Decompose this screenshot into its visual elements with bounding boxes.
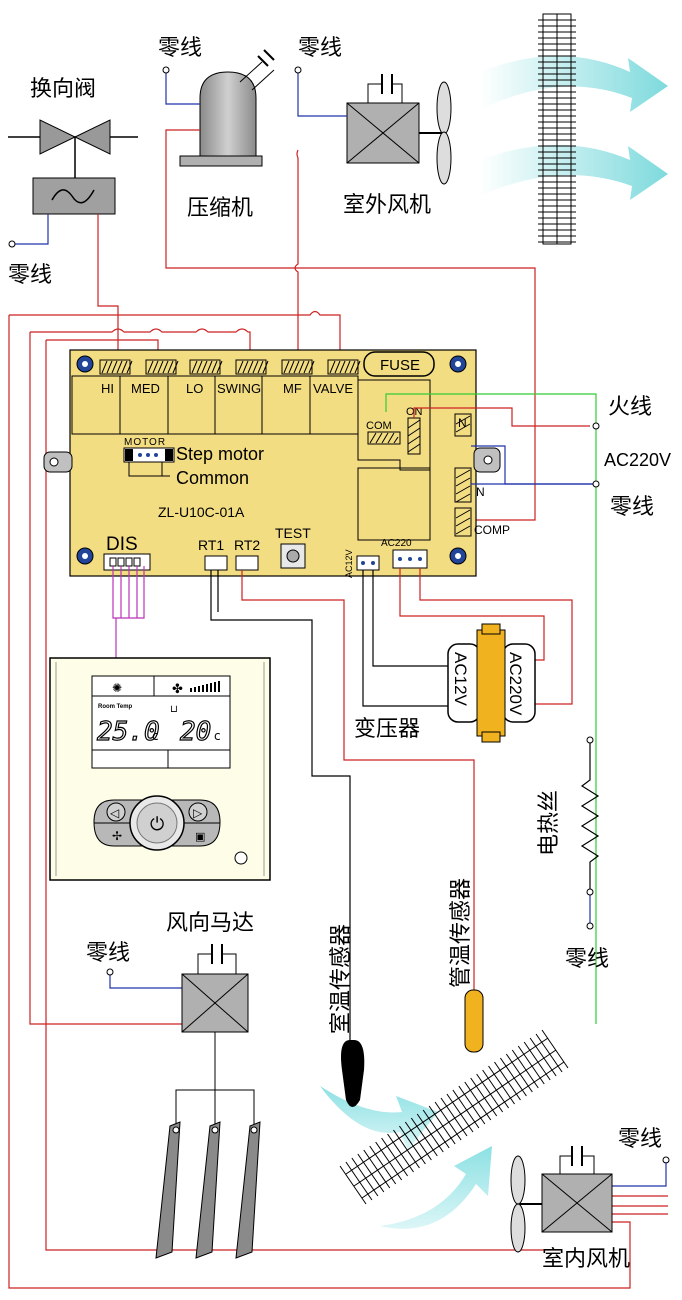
- compressor-neutral-label: 零线: [158, 36, 202, 61]
- heater-neutral-label: 零线: [565, 947, 609, 972]
- transformer-symbol: [447, 623, 536, 743]
- terminal-lo-label: LO: [186, 381, 203, 396]
- room-temp-value: 25.0: [97, 717, 160, 747]
- heater-label: 电热丝: [537, 790, 562, 856]
- ac12v-label: AC12V: [344, 549, 354, 578]
- n-top-label: N: [458, 416, 467, 430]
- outdoor-fan-label: 室外风机: [343, 193, 431, 218]
- terminal-hi-label: HI: [101, 381, 114, 396]
- terminal-med-label: MED: [131, 381, 160, 396]
- valve-neutral-label: 零线: [8, 263, 52, 288]
- condenser-coil: [542, 13, 572, 245]
- power-icon: ⏻: [150, 814, 164, 835]
- test-label: TEST: [275, 525, 311, 541]
- rt2-label: RT2: [234, 537, 260, 553]
- terminal-mf-label: MF: [283, 381, 302, 396]
- motor-label: MOTOR: [124, 437, 166, 448]
- keypad-right-button[interactable]: [188, 802, 208, 822]
- board-model-label: ZL-U10C-01A: [158, 504, 245, 520]
- comp-label: COMP: [474, 523, 510, 537]
- louver-motor-label: 风向马达: [166, 911, 254, 936]
- step-motor-label: Step motor: [176, 444, 264, 464]
- common-label: Common: [176, 468, 249, 488]
- indoor-fan-neutral-label: 零线: [618, 1127, 662, 1152]
- evaporator-fins: [339, 1029, 569, 1205]
- right-arrow-icon: ▷: [193, 806, 203, 820]
- indoor-fan-symbol: [510, 1146, 613, 1253]
- pipe-sensor-probe: [464, 989, 484, 1053]
- power-wiring: [385, 393, 597, 1024]
- heater-symbol: [580, 740, 600, 924]
- reversing-valve-symbol: [8, 119, 138, 215]
- room-temp-caption: Room Temp: [98, 704, 133, 710]
- rt2-connector: [235, 555, 259, 571]
- set-temp-icon: ⊔: [170, 704, 178, 715]
- indoor-fan-label: 室内风机: [542, 1247, 630, 1272]
- terminal-swing-label: SWING: [217, 381, 261, 396]
- transformer-left-coil-label: AC12V: [451, 652, 470, 707]
- mode-button-icon[interactable]: ▣: [195, 830, 205, 843]
- outdoor-fan-symbol: [346, 74, 452, 185]
- rt1-connector: [204, 555, 228, 571]
- condenser-fins: [538, 19, 576, 243]
- n-mid-label: N: [476, 485, 485, 499]
- step-motor-connector: [123, 447, 175, 477]
- live-wire-label: 火线: [608, 395, 652, 420]
- fan-icon: ✤: [172, 682, 183, 697]
- relay-terminal-blocks: [99, 359, 361, 375]
- pipe-sensor-label: 管温传感器: [449, 878, 474, 988]
- mode-icon: ✺: [112, 681, 122, 695]
- indoor-fan-wiring: [612, 1195, 668, 1215]
- outdoor-airflow: [480, 56, 668, 200]
- indoor-airflow: [320, 1086, 492, 1229]
- display-wiring: [112, 566, 145, 660]
- louver-motor-symbol: [155, 944, 261, 1259]
- room-sensor-label: 室温传感器: [329, 924, 354, 1034]
- com-label: COM: [366, 420, 392, 432]
- fuse-label: FUSE: [380, 357, 420, 374]
- keypad-left-button[interactable]: [106, 802, 126, 822]
- lead-fan-speed-wiring: [29, 328, 560, 1251]
- rt1-label: RT1: [198, 537, 224, 553]
- status-led: [234, 851, 248, 865]
- control-board: [43, 349, 501, 577]
- transformer-right-coil-label: AC220V: [506, 652, 525, 716]
- terminal-valve-label: VALVE: [313, 381, 353, 396]
- room-sensor-probe: [341, 1040, 365, 1107]
- sensor-wiring: [210, 570, 475, 1040]
- louver-neutral-label: 零线: [86, 941, 130, 966]
- transformer-wiring: [362, 568, 573, 707]
- compressor-label: 压缩机: [187, 196, 253, 221]
- set-temp-unit: c: [214, 729, 221, 743]
- fan-button-icon[interactable]: ✢: [112, 829, 122, 843]
- ac220v-label: AC220V: [604, 450, 671, 470]
- com-on-relay: [367, 417, 421, 455]
- neutral-wire-label: 零线: [610, 495, 654, 520]
- fan-speed-bars: [190, 681, 220, 692]
- power-terminals: [454, 413, 472, 537]
- compressor-symbol: [179, 49, 275, 167]
- transformer-label: 变压器: [354, 717, 420, 742]
- set-temp-value: 20: [180, 717, 211, 747]
- dis-label: DIS: [106, 534, 138, 555]
- outdoor-fan-neutral-label: 零线: [298, 36, 342, 61]
- ac220-label: AC220: [381, 538, 412, 549]
- reversing-valve-label: 换向阀: [30, 77, 96, 102]
- outdoor-wiring: [8, 129, 631, 1289]
- ac12v-connector: [356, 555, 380, 571]
- room-temp-unit: c: [152, 729, 159, 743]
- left-arrow-icon: ◁: [109, 806, 119, 820]
